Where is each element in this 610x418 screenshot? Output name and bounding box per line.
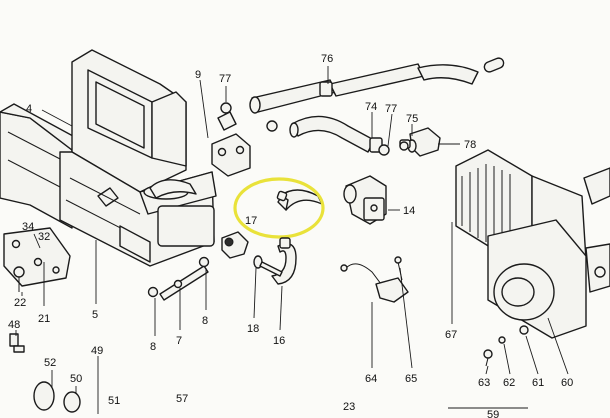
callout-22: 22 [14, 297, 26, 309]
callout-32: 32 [38, 231, 50, 243]
callout-8-right: 8 [202, 315, 208, 327]
hose-part-75 [289, 115, 383, 153]
screw-part-63 [483, 349, 493, 367]
screw-part-61 [519, 325, 529, 335]
hose-part-16 [271, 237, 297, 285]
callout-23: 23 [343, 401, 355, 413]
callout-67: 67 [445, 329, 457, 341]
callout-76: 76 [321, 53, 333, 65]
callout-9: 9 [195, 69, 201, 81]
callout-64: 64 [365, 373, 377, 385]
mounting-bracket-part-34 [3, 227, 71, 287]
clamp-part-18 [253, 255, 283, 277]
leader-lines [15, 66, 569, 414]
link-rod-part-7 [159, 265, 209, 301]
callout-48: 48 [8, 319, 20, 331]
washer-part-62 [498, 336, 506, 344]
grommet-part-48 [9, 333, 25, 353]
part-52-assembly [33, 381, 81, 413]
callout-7: 7 [176, 335, 182, 347]
callout-18: 18 [247, 323, 259, 335]
callout-59: 59 [487, 409, 499, 418]
motor-part-actuator [221, 231, 249, 259]
screw-part-8 [147, 286, 159, 298]
hose-part-76 [249, 57, 505, 114]
clip-part-77 [399, 141, 409, 151]
highlight-circle [233, 177, 325, 239]
callout-50: 50 [70, 373, 82, 385]
callout-63: 63 [478, 377, 490, 389]
callout-8-left: 8 [150, 341, 156, 353]
callout-65: 65 [405, 373, 417, 385]
callout-74: 74 [365, 101, 377, 113]
callout-52: 52 [44, 357, 56, 369]
callout-labels: 4 9 77 76 74 77 75 78 17 14 34 32 22 21 … [8, 53, 573, 418]
screw-part-8b [198, 256, 210, 268]
callout-62: 62 [503, 377, 515, 389]
callout-77-right: 77 [385, 103, 397, 115]
screw-part-22 [13, 266, 25, 292]
heater-unit-part-5 [59, 49, 217, 267]
callout-51: 51 [108, 395, 120, 407]
hose-part-17 [276, 189, 323, 211]
heater-duct-part-4 [0, 103, 85, 229]
callout-78: 78 [464, 139, 476, 151]
callout-17: 17 [245, 215, 257, 227]
callout-60: 60 [561, 377, 573, 389]
callout-49: 49 [91, 345, 103, 357]
callout-34: 34 [22, 221, 34, 233]
callout-16: 16 [273, 335, 285, 347]
callout-61: 61 [532, 377, 544, 389]
wiring-part-64 [340, 256, 409, 303]
callout-75: 75 [406, 113, 418, 125]
blower-housing-part-67 [455, 149, 610, 339]
callout-57: 57 [176, 393, 188, 405]
water-valve-part-14 [343, 175, 387, 225]
callout-21: 21 [38, 313, 50, 325]
callout-4: 4 [26, 103, 32, 115]
bracket-part-9 [211, 102, 251, 177]
callout-5: 5 [92, 309, 98, 321]
callout-14: 14 [403, 205, 415, 217]
clamp-part-77 [266, 120, 390, 156]
callout-77-top: 77 [219, 73, 231, 85]
